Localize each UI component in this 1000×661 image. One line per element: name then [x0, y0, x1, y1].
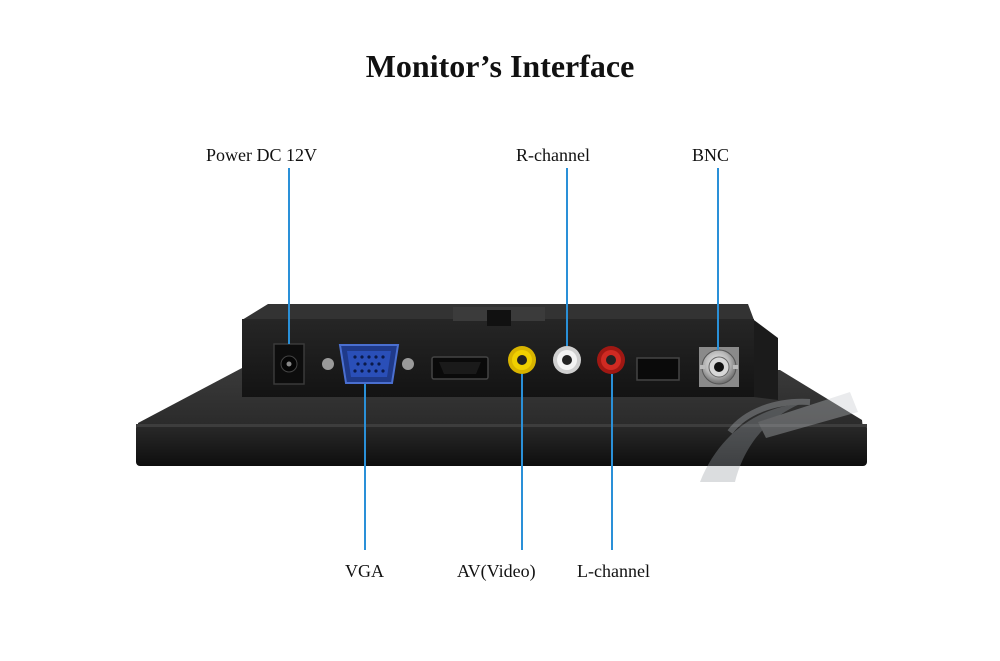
- leader-line-l-channel: [611, 374, 613, 550]
- rca-video-yellow-jack: [508, 346, 536, 374]
- rca-right-channel-white-jack: [553, 346, 581, 374]
- leader-line-r-channel: [566, 168, 568, 346]
- hdmi-port: [431, 356, 489, 380]
- label-l-channel: L-channel: [577, 561, 650, 581]
- blank-slot: [636, 357, 680, 381]
- vga-port: [322, 344, 414, 384]
- leader-line-vga: [364, 384, 366, 550]
- rca-left-channel-red-jack: [597, 346, 625, 374]
- label-av-video: AV(Video): [457, 561, 536, 581]
- dc-power-jack: [273, 343, 305, 385]
- bnc-connector: [699, 347, 739, 387]
- leader-line-av-video: [521, 374, 523, 550]
- label-bnc: BNC: [692, 145, 730, 165]
- label-r-channel: R-channel: [516, 145, 590, 165]
- leader-line-bnc: [717, 168, 719, 350]
- leader-line-power: [288, 168, 290, 344]
- logo-watermark-icon: [700, 392, 858, 482]
- label-vga: VGA: [345, 561, 384, 581]
- page-title: Monitor’s Interface: [365, 48, 635, 84]
- port-housing: [242, 304, 778, 400]
- label-power-dc: Power DC 12V: [206, 145, 317, 165]
